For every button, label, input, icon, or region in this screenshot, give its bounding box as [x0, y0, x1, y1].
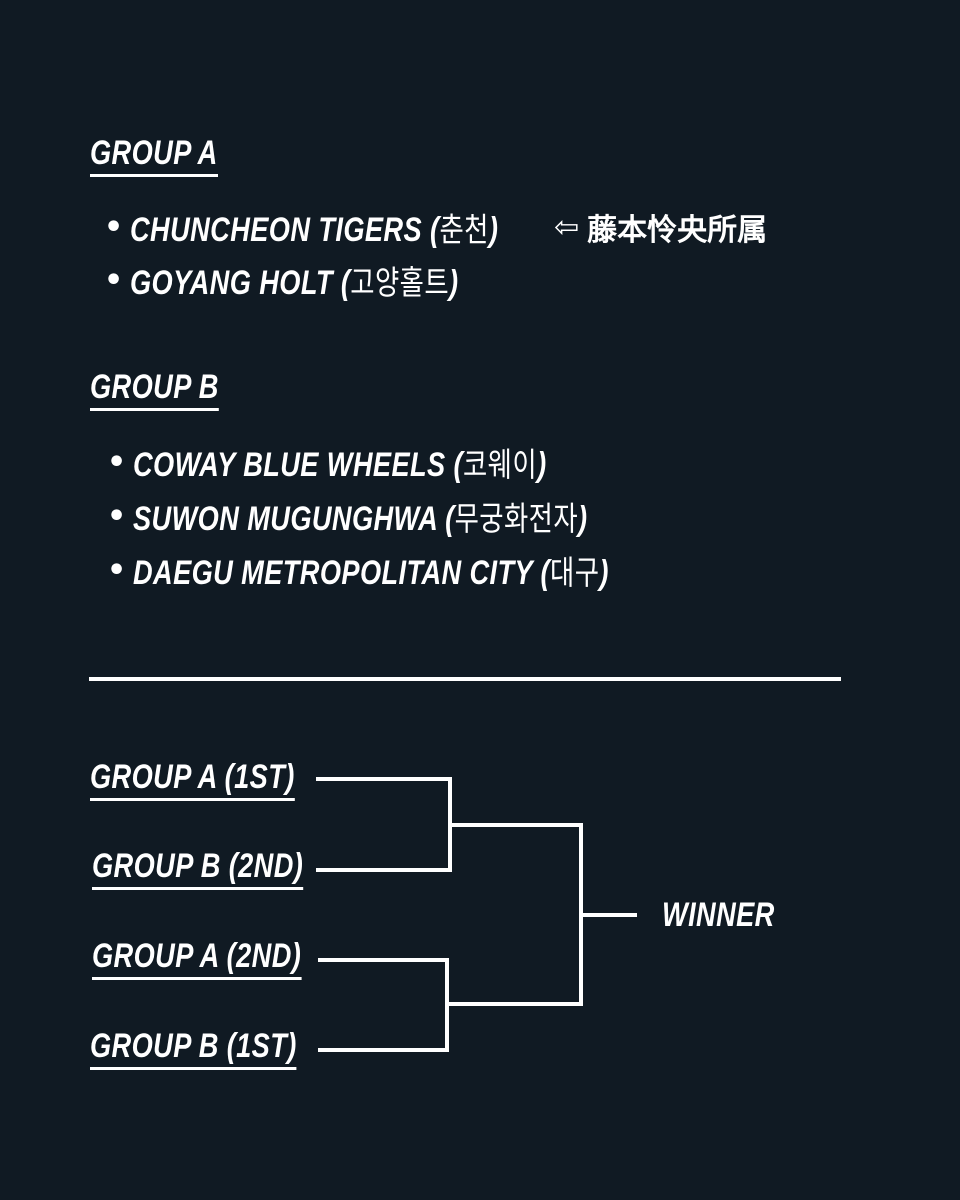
team-name-text: DAEGU METROPOLITAN CITY [133, 554, 533, 592]
team-name: CHUNCHEON TIGERS (춘천) [130, 210, 499, 249]
bracket-seed-3: GROUP A (2ND) [92, 936, 302, 980]
team-list-item: • DAEGU METROPOLITAN CITY (대구) [107, 548, 728, 593]
team-name: SUWON MUGUNGHWA (무궁화전자) [133, 499, 588, 538]
group-b-heading: GROUP B [90, 367, 219, 411]
team-name-text: GOYANG HOLT [130, 264, 333, 302]
bracket-line-seed-1 [316, 777, 452, 827]
bullet: • [107, 498, 127, 534]
team-name-text: COWAY BLUE WHEELS [133, 446, 446, 484]
team-korean-name: 춘천 [439, 210, 489, 249]
bullet: • [107, 444, 127, 480]
team-list-item: • GOYANG HOLT (고양홀트) [104, 258, 541, 303]
team-name-text: CHUNCHEON TIGERS [130, 211, 423, 249]
bracket-seed-4: GROUP B (1ST) [90, 1026, 297, 1070]
bracket-seed-2: GROUP B (2ND) [92, 846, 304, 890]
bracket-line-seed-4 [318, 1002, 449, 1052]
team-list-item: • COWAY BLUE WHEELS (코웨이) [107, 440, 650, 485]
team-korean-name: 코웨이 [462, 445, 538, 484]
team-korean-name: 대구 [550, 553, 600, 592]
team-list-item: • SUWON MUGUNGHWA (무궁화전자) [107, 494, 701, 539]
bracket-seed-1: GROUP A (1ST) [90, 757, 295, 801]
bullet: • [107, 552, 127, 588]
section-divider [89, 677, 841, 681]
team-list-item: • CHUNCHEON TIGERS (춘천) [104, 205, 590, 250]
bullet: • [104, 209, 124, 245]
team-korean-name: 무궁화전자 [454, 499, 579, 538]
team-note-text: 藤本怜央所属 [587, 213, 768, 248]
team-name: GOYANG HOLT (고양홀트) [130, 263, 459, 302]
bracket-line-seed-3 [318, 958, 449, 1006]
bracket-line-semifinal-1 [448, 823, 583, 917]
bracket-winner-label: WINNER [662, 896, 775, 934]
bullet: • [104, 262, 124, 298]
bracket-line-semifinal-2 [445, 913, 583, 1006]
team-note: ⇦ 藤本怜央所属 [554, 205, 767, 249]
team-name-text: SUWON MUGUNGHWA [133, 500, 438, 538]
team-name: COWAY BLUE WHEELS (코웨이) [133, 445, 547, 484]
group-a-heading: GROUP A [90, 133, 218, 177]
team-korean-name: 고양홀트 [350, 263, 450, 302]
hollow-left-arrow-icon: ⇦ [554, 209, 580, 245]
team-name: DAEGU METROPOLITAN CITY (대구) [133, 553, 609, 592]
bracket-line-seed-2 [316, 823, 452, 872]
